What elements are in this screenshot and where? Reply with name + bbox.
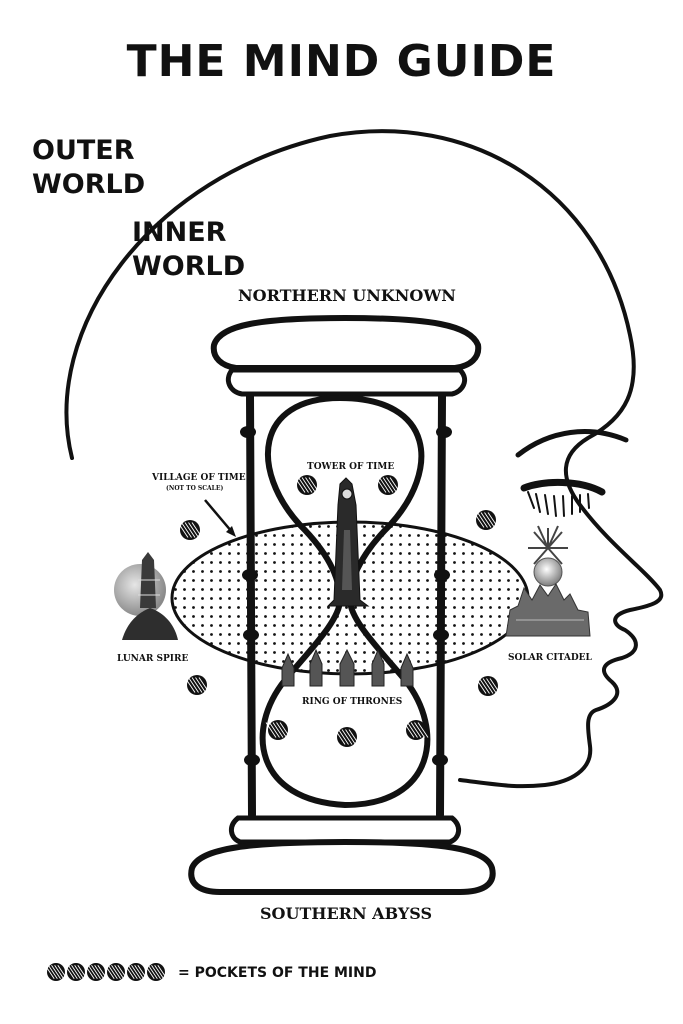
tower-of-time-illustration xyxy=(326,477,370,607)
eyebrow xyxy=(515,429,629,458)
pocket-orb-icon xyxy=(473,510,499,530)
northern-unknown-label: NORTHERN UNKNOWN xyxy=(238,286,456,305)
pocket-orb-icon xyxy=(475,676,501,696)
outer-world-label: OUTER WORLD xyxy=(32,134,145,202)
pocket-orb-icon xyxy=(177,520,203,540)
pocket-orb-icon xyxy=(124,963,148,981)
southern-abyss-label: SOUTHERN ABYSS xyxy=(260,904,432,923)
pocket-orb-icon xyxy=(84,963,108,981)
solar-citadel-illustration xyxy=(505,525,591,637)
inner-world-label: INNER WORLD xyxy=(132,216,245,284)
pocket-orb-icon xyxy=(104,963,128,981)
tower-of-time-label: TOWER OF TIME xyxy=(307,462,395,472)
pocket-orb-icon xyxy=(403,720,429,740)
inner-world-line-1: INNER xyxy=(132,217,227,248)
outer-world-line-1: OUTER xyxy=(32,135,135,166)
pocket-orb-icon xyxy=(144,963,168,981)
hourglass xyxy=(188,314,496,895)
head-outline xyxy=(64,129,664,789)
pocket-orb-icon xyxy=(265,720,291,740)
pocket-orb-icon xyxy=(294,475,320,495)
pocket-orb-icon xyxy=(184,675,210,695)
solar-citadel-label: SOLAR CITADEL xyxy=(508,653,592,663)
lunar-spire-label: LUNAR SPIRE xyxy=(117,654,189,664)
lunar-spire-illustration xyxy=(114,552,178,640)
ring-of-thrones-label: RING OF THRONES xyxy=(302,697,403,707)
pocket-orb-icon xyxy=(375,475,401,495)
village-arrow xyxy=(204,499,236,537)
pocket-orb-icon xyxy=(334,727,360,747)
page-title: THE MIND GUIDE xyxy=(126,36,557,87)
pockets-of-the-mind xyxy=(177,475,501,747)
inner-world-line-2: WORLD xyxy=(132,251,246,282)
ring-of-thrones-illustration xyxy=(281,648,414,687)
closed-eye xyxy=(520,478,606,517)
pocket-orb-icon xyxy=(64,963,88,981)
legend-text: = POCKETS OF THE MIND xyxy=(178,965,377,981)
pocket-orb-icon xyxy=(44,963,68,981)
village-scale-note: (NOT TO SCALE) xyxy=(166,485,224,492)
outer-world-line-2: WORLD xyxy=(32,169,146,200)
legend-orbs xyxy=(44,963,168,981)
village-of-time-label: VILLAGE OF TIME xyxy=(152,473,246,483)
